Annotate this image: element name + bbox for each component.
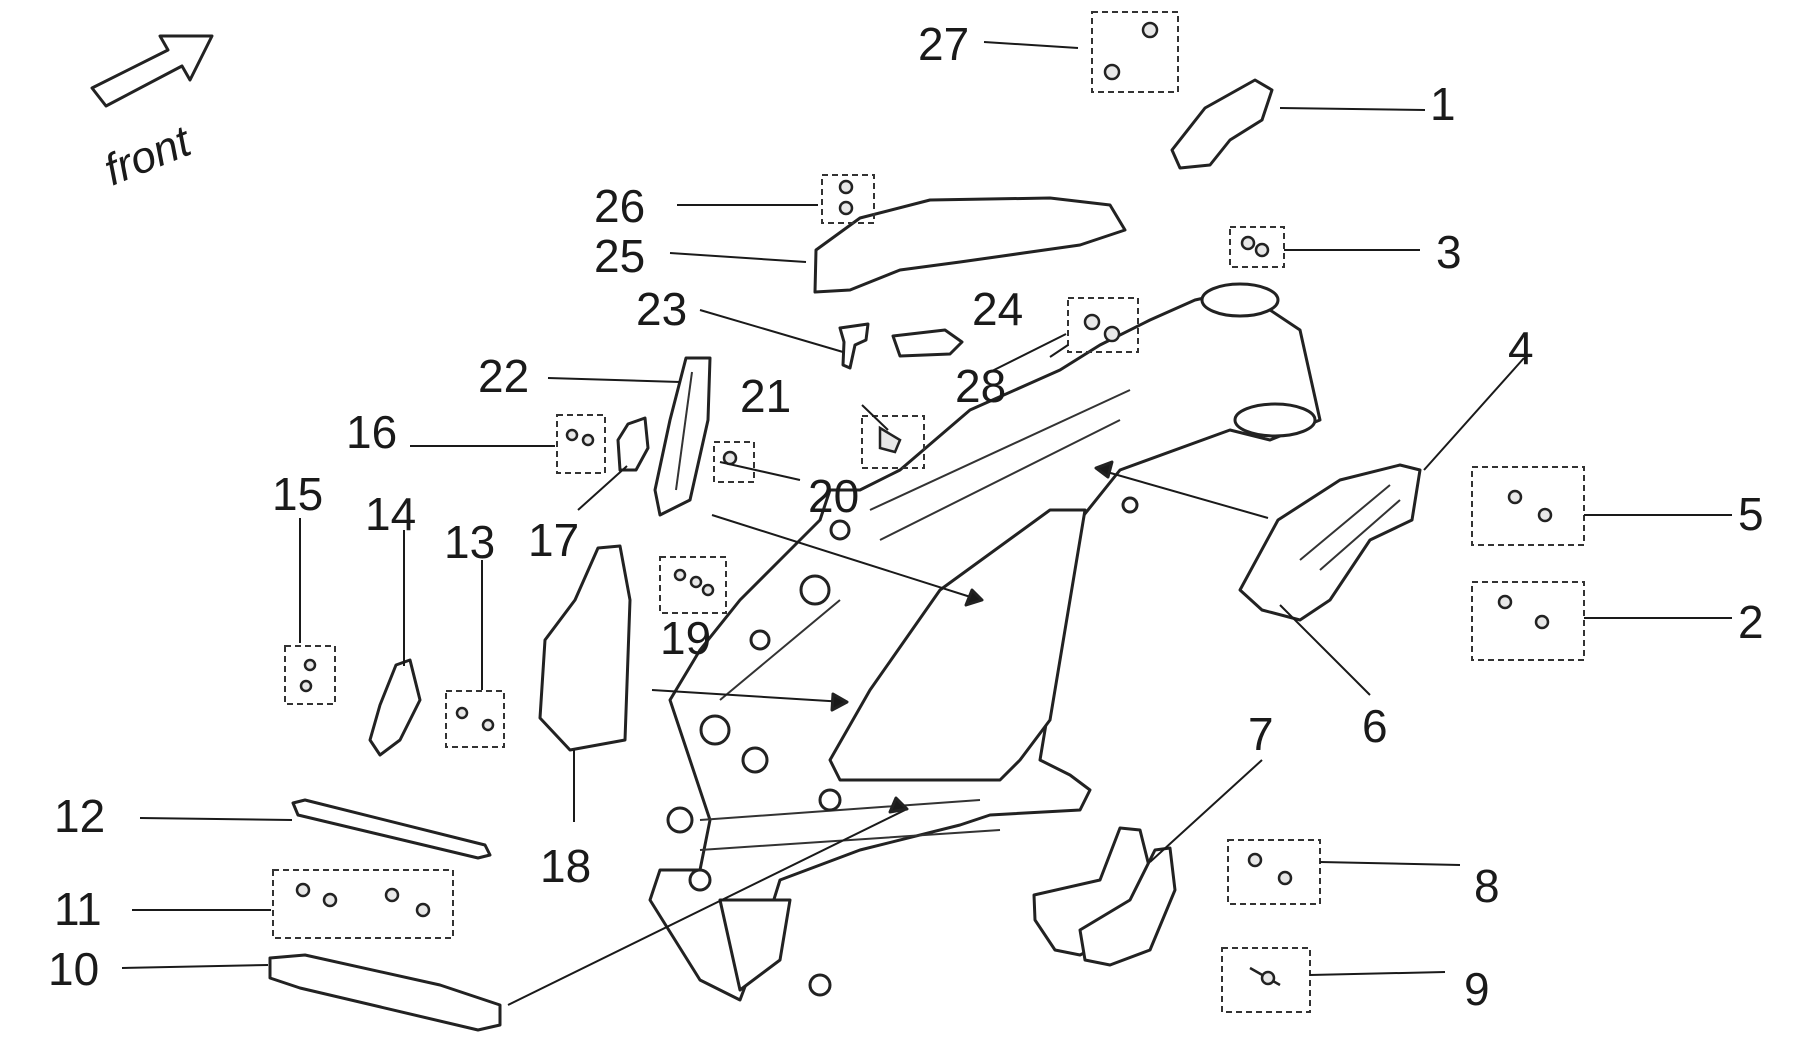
part-11-fasteners: [272, 869, 454, 939]
frame-lower-bracket: [718, 898, 792, 992]
callout-21: 21: [740, 370, 791, 422]
part-4-guard-rib: [1299, 484, 1401, 571]
callout-26: 26: [594, 180, 645, 232]
callout-17: 17: [528, 514, 579, 566]
callout-4: 4: [1508, 322, 1534, 374]
part-5-fasteners: [1471, 466, 1585, 546]
part-12-strip: [291, 798, 492, 860]
part-28-fasteners: [1067, 297, 1139, 353]
callout-12: 12: [54, 790, 105, 842]
callout-numbers: 27 1 26 25 3 23 24 4 22 28 21 16 15 20 5…: [48, 18, 1764, 1015]
callout-11: 11: [54, 883, 102, 935]
part-26-fasteners: [821, 174, 875, 224]
front-label: front: [97, 116, 199, 195]
callout-22: 22: [478, 350, 529, 402]
part-2-fasteners: [1471, 581, 1585, 661]
part-15-fasteners: [284, 645, 336, 705]
callout-16: 16: [346, 406, 397, 458]
leader-lines: [121, 41, 1732, 1006]
part-8-fasteners: [1227, 839, 1321, 905]
part-9-fasteners: [1221, 947, 1311, 1013]
front-arrow-icon: [90, 34, 214, 108]
callout-5: 5: [1738, 488, 1764, 540]
part-16-fasteners: [556, 414, 606, 474]
callout-9: 9: [1464, 963, 1490, 1015]
part-10-skid-plate: [268, 953, 502, 1032]
main-frame: [648, 282, 1322, 1002]
part-21-fasteners: [861, 415, 925, 469]
part-3-fastener: [1229, 226, 1285, 268]
part-4-side-guard: [1238, 463, 1422, 622]
callout-2: 2: [1738, 596, 1764, 648]
part-7-cover-second: [1078, 846, 1177, 967]
part-1-bracket: [1170, 78, 1274, 170]
front-direction-indicator: front: [90, 34, 214, 195]
head-tube-bottom: [1233, 402, 1317, 438]
callout-15: 15: [272, 468, 323, 520]
callout-18: 18: [540, 840, 591, 892]
callout-27: 27: [918, 18, 969, 70]
part-25-top-cover: [813, 196, 1127, 294]
callout-7: 7: [1248, 708, 1274, 760]
part-18-cover: [538, 544, 632, 752]
part-20-fasteners: [713, 441, 755, 483]
callout-6: 6: [1362, 700, 1388, 752]
arrowheads: [830, 460, 1114, 814]
part-24-clip: [891, 328, 964, 358]
callout-23: 23: [636, 283, 687, 335]
mount-hole-9: [829, 519, 851, 541]
callout-19: 19: [660, 612, 711, 664]
part-17-bracket: [616, 416, 650, 472]
frame-inner-cutout: [828, 508, 1087, 782]
part-14-bracket: [368, 658, 422, 757]
callout-24: 24: [972, 283, 1023, 335]
part-22-slot: [675, 371, 693, 491]
mount-hole-3: [741, 746, 769, 774]
callout-13: 13: [444, 516, 495, 568]
mount-hole-8: [808, 973, 832, 997]
part-27-fasteners: [1091, 11, 1179, 93]
callout-25: 25: [594, 230, 645, 282]
part-19-fasteners: [659, 556, 727, 614]
callout-20: 20: [808, 470, 859, 522]
part-13-fasteners: [445, 690, 505, 748]
callout-1: 1: [1430, 78, 1456, 130]
callout-3: 3: [1436, 226, 1462, 278]
frame-top-tube-line: [869, 389, 1131, 541]
mount-hole-10: [749, 629, 771, 651]
callout-28: 28: [955, 360, 1006, 412]
mount-hole-5: [818, 788, 842, 812]
mount-hole-4: [666, 806, 694, 834]
mount-hole-6: [688, 868, 712, 892]
mount-hole-1: [799, 574, 831, 606]
head-tube: [1200, 282, 1280, 318]
mount-hole-2: [699, 714, 731, 746]
part-23-clip: [838, 322, 870, 370]
callout-10: 10: [48, 943, 99, 995]
callout-14: 14: [365, 488, 416, 540]
frame-down-line: [699, 599, 1001, 851]
mount-hole-11: [1121, 496, 1139, 514]
callout-8: 8: [1474, 860, 1500, 912]
